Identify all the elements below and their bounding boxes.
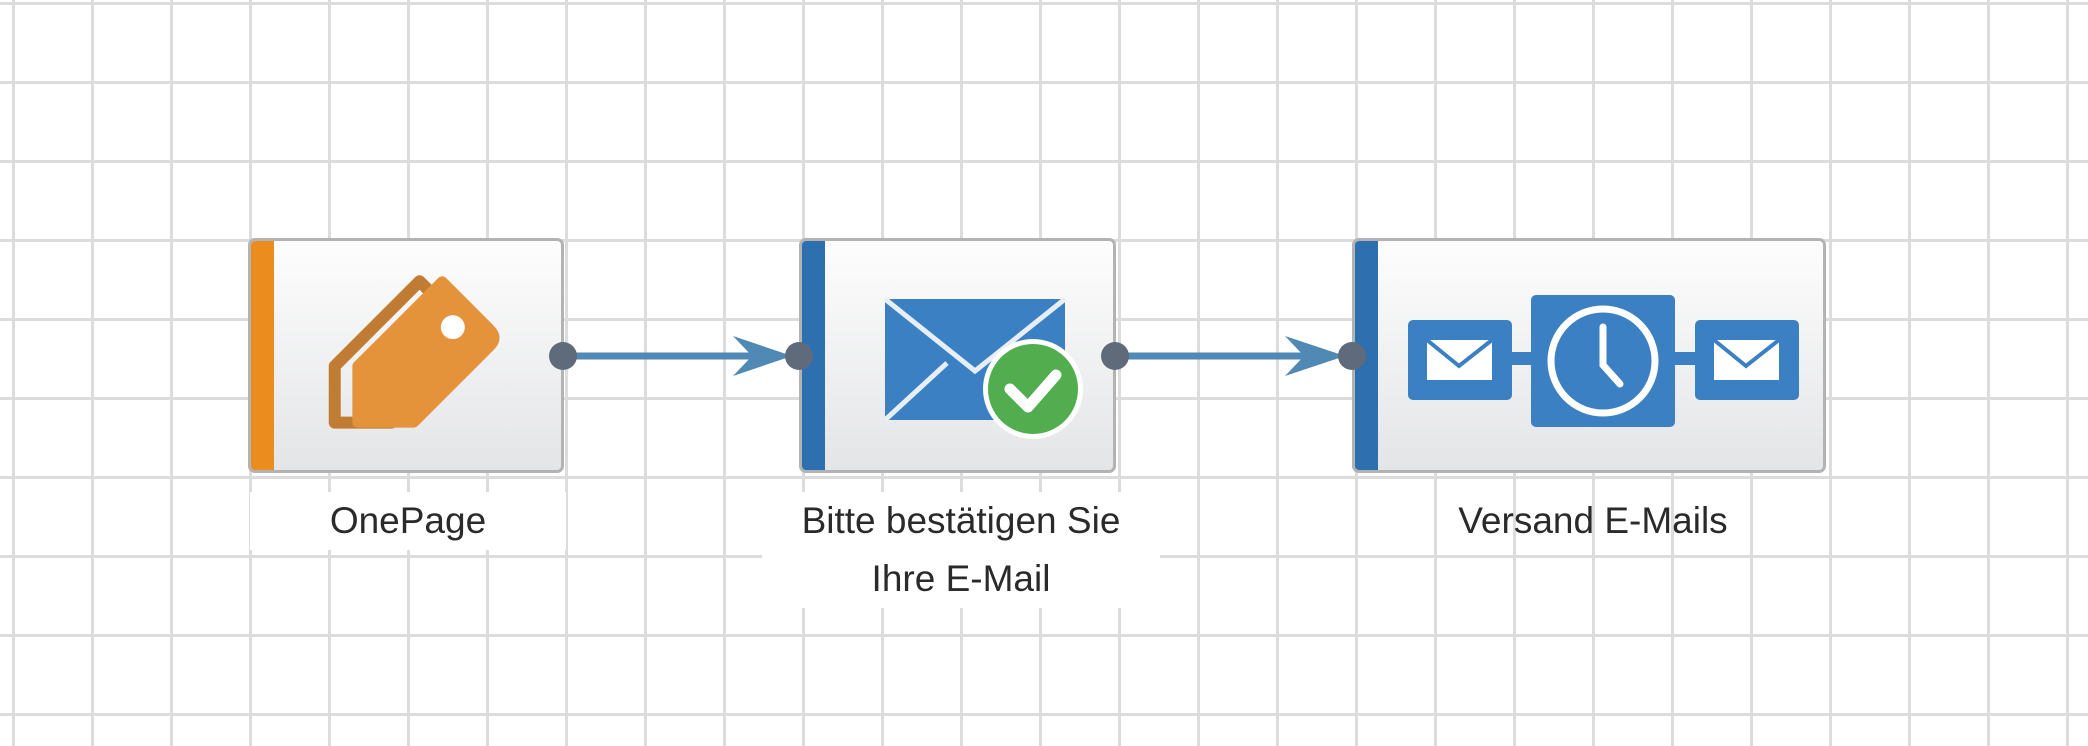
node-versand-emails[interactable] <box>1352 238 1826 473</box>
output-port[interactable] <box>549 342 577 370</box>
edge-onepage-to-confirm[interactable] <box>563 336 792 376</box>
node-label: OnePage <box>250 492 566 550</box>
output-port[interactable] <box>1101 342 1129 370</box>
node-type-stripe <box>251 241 274 470</box>
arrowhead-icon <box>1285 336 1345 376</box>
node-onepage[interactable] <box>248 238 564 473</box>
arrowhead-icon <box>733 336 792 376</box>
email-schedule-icon <box>1408 295 1799 427</box>
node-label: Bitte bestätigen Sie Ihre E-Mail <box>762 492 1160 608</box>
tag-icon <box>328 275 500 429</box>
input-port[interactable] <box>785 342 813 370</box>
input-port[interactable] <box>1338 342 1366 370</box>
clock-icon <box>1547 305 1659 417</box>
check-circle-icon <box>983 339 1083 439</box>
node-label: Versand E-Mails <box>1458 500 1728 541</box>
node-label-line: Bitte bestätigen Sie <box>801 500 1121 541</box>
node-type-stripe <box>1355 241 1378 470</box>
edge-confirm-to-versand[interactable] <box>1115 336 1345 376</box>
node-type-stripe <box>802 241 825 470</box>
node-label-line: Ihre E-Mail <box>871 558 1051 599</box>
email-confirmed-icon <box>883 297 1083 439</box>
node-confirm-email[interactable] <box>799 238 1116 473</box>
